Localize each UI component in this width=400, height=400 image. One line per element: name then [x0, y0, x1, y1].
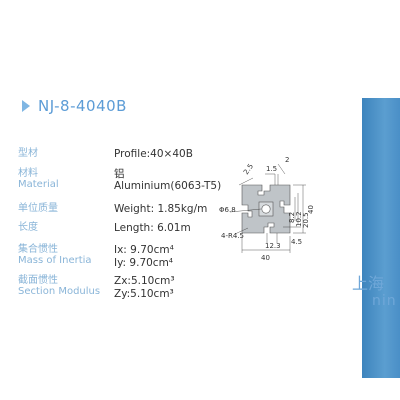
dim-2: 2 [285, 156, 289, 164]
side-text-en: nin [372, 293, 397, 309]
side-text-cn: 上海 [352, 274, 385, 293]
spec-label-cn: 长度 [18, 222, 38, 233]
dim-phi: Φ6.8 [219, 206, 236, 214]
spec-value: Weight: 1.85kg/m [114, 203, 208, 215]
dim-8-2: 8.2 [288, 212, 296, 223]
spec-label-cn: 截面惯性 [18, 275, 58, 286]
dim-2-5: 2.5 [242, 162, 255, 176]
dim-4-5: 4.5 [291, 238, 302, 246]
spec-value: Zy:5.10cm³ [114, 288, 174, 300]
spec-value: Zx:5.10cm³ [114, 275, 175, 287]
spec-label-cn: 材料 [18, 168, 38, 179]
dim-40-bottom: 40 [261, 254, 270, 262]
spec-value: Iy: 9.70cm⁴ [114, 257, 174, 269]
product-code: NJ-8-4040B [38, 97, 127, 115]
dim-40-side: 40 [307, 205, 315, 214]
dimension-lines [229, 163, 306, 253]
spec-value: Length: 6.01m [114, 222, 191, 234]
dim-10-2: 10.2 [295, 211, 303, 227]
spec-label-cn: 型材 [18, 148, 38, 159]
dim-20-5: 20.5 [302, 212, 310, 228]
spec-value: Profile:40×40B [114, 148, 193, 160]
profile-cross-section-drawing: 2.5 1.5 2 Φ6.8 8.2 10.2 20.5 40 4-R4.5 1… [219, 156, 315, 262]
dim-12-3: 12.3 [265, 242, 281, 250]
spec-value: Ix: 9.70cm⁴ [114, 244, 174, 256]
spec-label-cn: 单位质量 [18, 203, 58, 214]
dim-1-5: 1.5 [266, 165, 277, 173]
spec-value: 铝 [114, 168, 125, 180]
spec-label-en: Material [18, 179, 59, 190]
spec-label-en: Mass of Inertia [18, 255, 92, 266]
spec-label-cn: 集合惯性 [18, 244, 58, 255]
spec-label-en: Section Modulus [18, 286, 101, 297]
product-title: NJ-8-4040B [22, 97, 127, 115]
center-hole [261, 204, 271, 214]
triangle-bullet-icon [22, 100, 30, 112]
dim-r4: 4-R4.5 [221, 232, 244, 240]
spec-value: Aluminium(6063-T5) [114, 180, 222, 192]
blue-side-panel [362, 98, 400, 378]
